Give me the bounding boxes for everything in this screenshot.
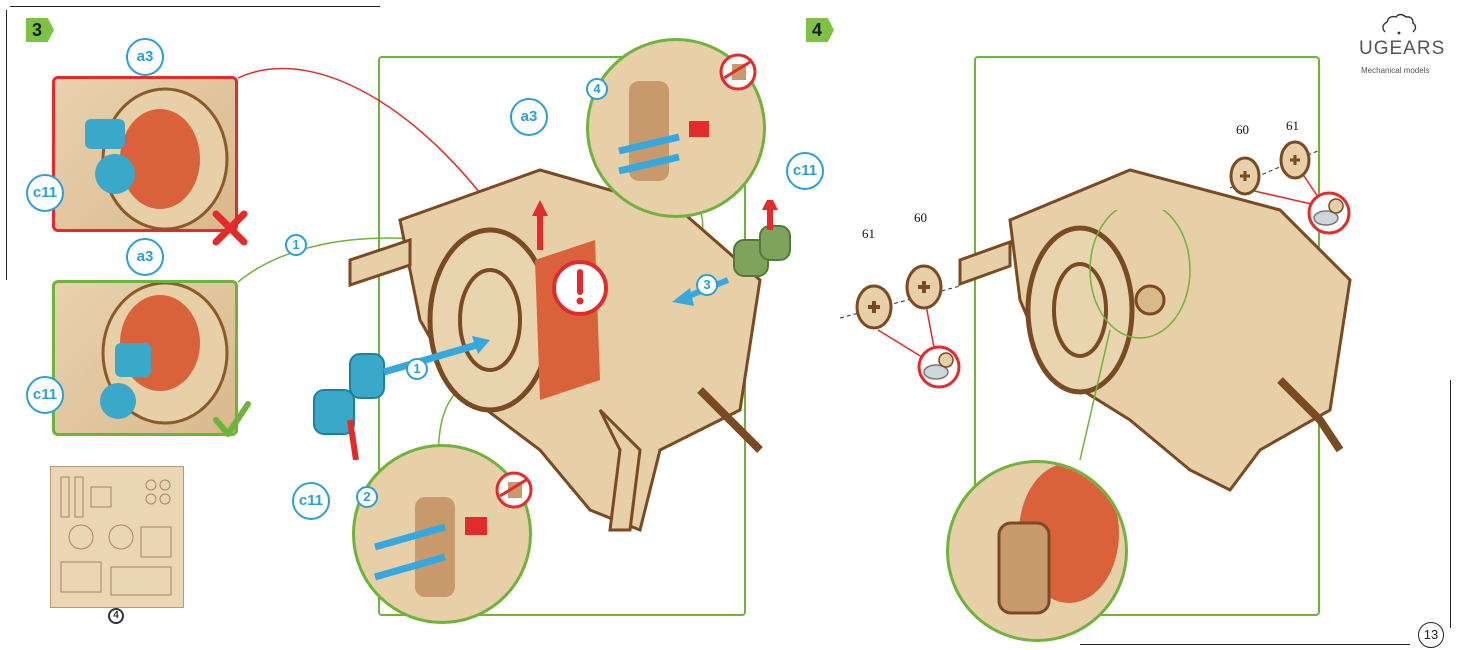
part-number-61-right: 61 bbox=[1286, 118, 1299, 133]
parts-sheet bbox=[50, 466, 184, 608]
wrong-x-icon bbox=[212, 210, 248, 246]
label-a3-main: a3 bbox=[510, 98, 548, 136]
bottom-right-line bbox=[1080, 644, 1410, 645]
part-green bbox=[733, 200, 791, 277]
wrong-detail-box bbox=[52, 76, 238, 232]
zoom-circle-step-4 bbox=[946, 460, 1128, 642]
label-a3-wrong: a3 bbox=[126, 38, 164, 76]
label-c11-correct: c11 bbox=[26, 376, 64, 414]
arrow-number-3: 3 bbox=[696, 274, 718, 296]
label-c11-wrong: c11 bbox=[26, 174, 64, 212]
washer-61-left bbox=[855, 284, 893, 330]
label-c11-right: c11 bbox=[786, 152, 824, 190]
zoom-circle-bottom bbox=[352, 444, 532, 624]
check-icon bbox=[213, 401, 251, 437]
part-number-61-left: 61 bbox=[862, 226, 875, 241]
label-a3-correct: a3 bbox=[126, 238, 164, 276]
gear-cloud-icon bbox=[1382, 13, 1417, 35]
brand-name: UGEARS bbox=[1359, 38, 1446, 59]
insert-arrow-blue-1 bbox=[383, 336, 490, 376]
washer-61-right bbox=[1279, 140, 1311, 180]
step-3-badge: 3 bbox=[26, 18, 54, 42]
page-number: 13 bbox=[1418, 622, 1444, 648]
label-c11-left: c11 bbox=[292, 482, 330, 520]
left-frame-line bbox=[6, 10, 7, 280]
sheet-number: 4 bbox=[108, 608, 124, 624]
washer-60-left bbox=[905, 264, 943, 310]
arrow-number-1-top: 1 bbox=[285, 234, 307, 256]
part-number-60-right: 60 bbox=[1236, 122, 1249, 137]
right-frame-line bbox=[1450, 380, 1451, 628]
glue-warning-icon-bottom bbox=[495, 471, 533, 509]
arrow-number-2: 2 bbox=[356, 486, 378, 508]
step-4-badge: 4 bbox=[806, 18, 834, 42]
washer-60-right bbox=[1229, 156, 1261, 196]
part-c11-blue bbox=[313, 353, 385, 460]
part-number-60-left: 60 bbox=[914, 210, 927, 225]
glue-warning-icon-top bbox=[719, 53, 757, 91]
arrow-number-1-main: 1 bbox=[406, 358, 428, 380]
brand-tagline: Mechanical models bbox=[1361, 66, 1430, 75]
wax-lubricant-icon-left bbox=[917, 345, 961, 389]
ugears-logo: UGEARS Mechanical models bbox=[1355, 12, 1445, 82]
wax-lubricant-icon-right bbox=[1307, 191, 1351, 235]
top-left-corner-line bbox=[10, 6, 380, 7]
correct-detail-box bbox=[52, 280, 238, 436]
arrow-number-4: 4 bbox=[586, 78, 608, 100]
